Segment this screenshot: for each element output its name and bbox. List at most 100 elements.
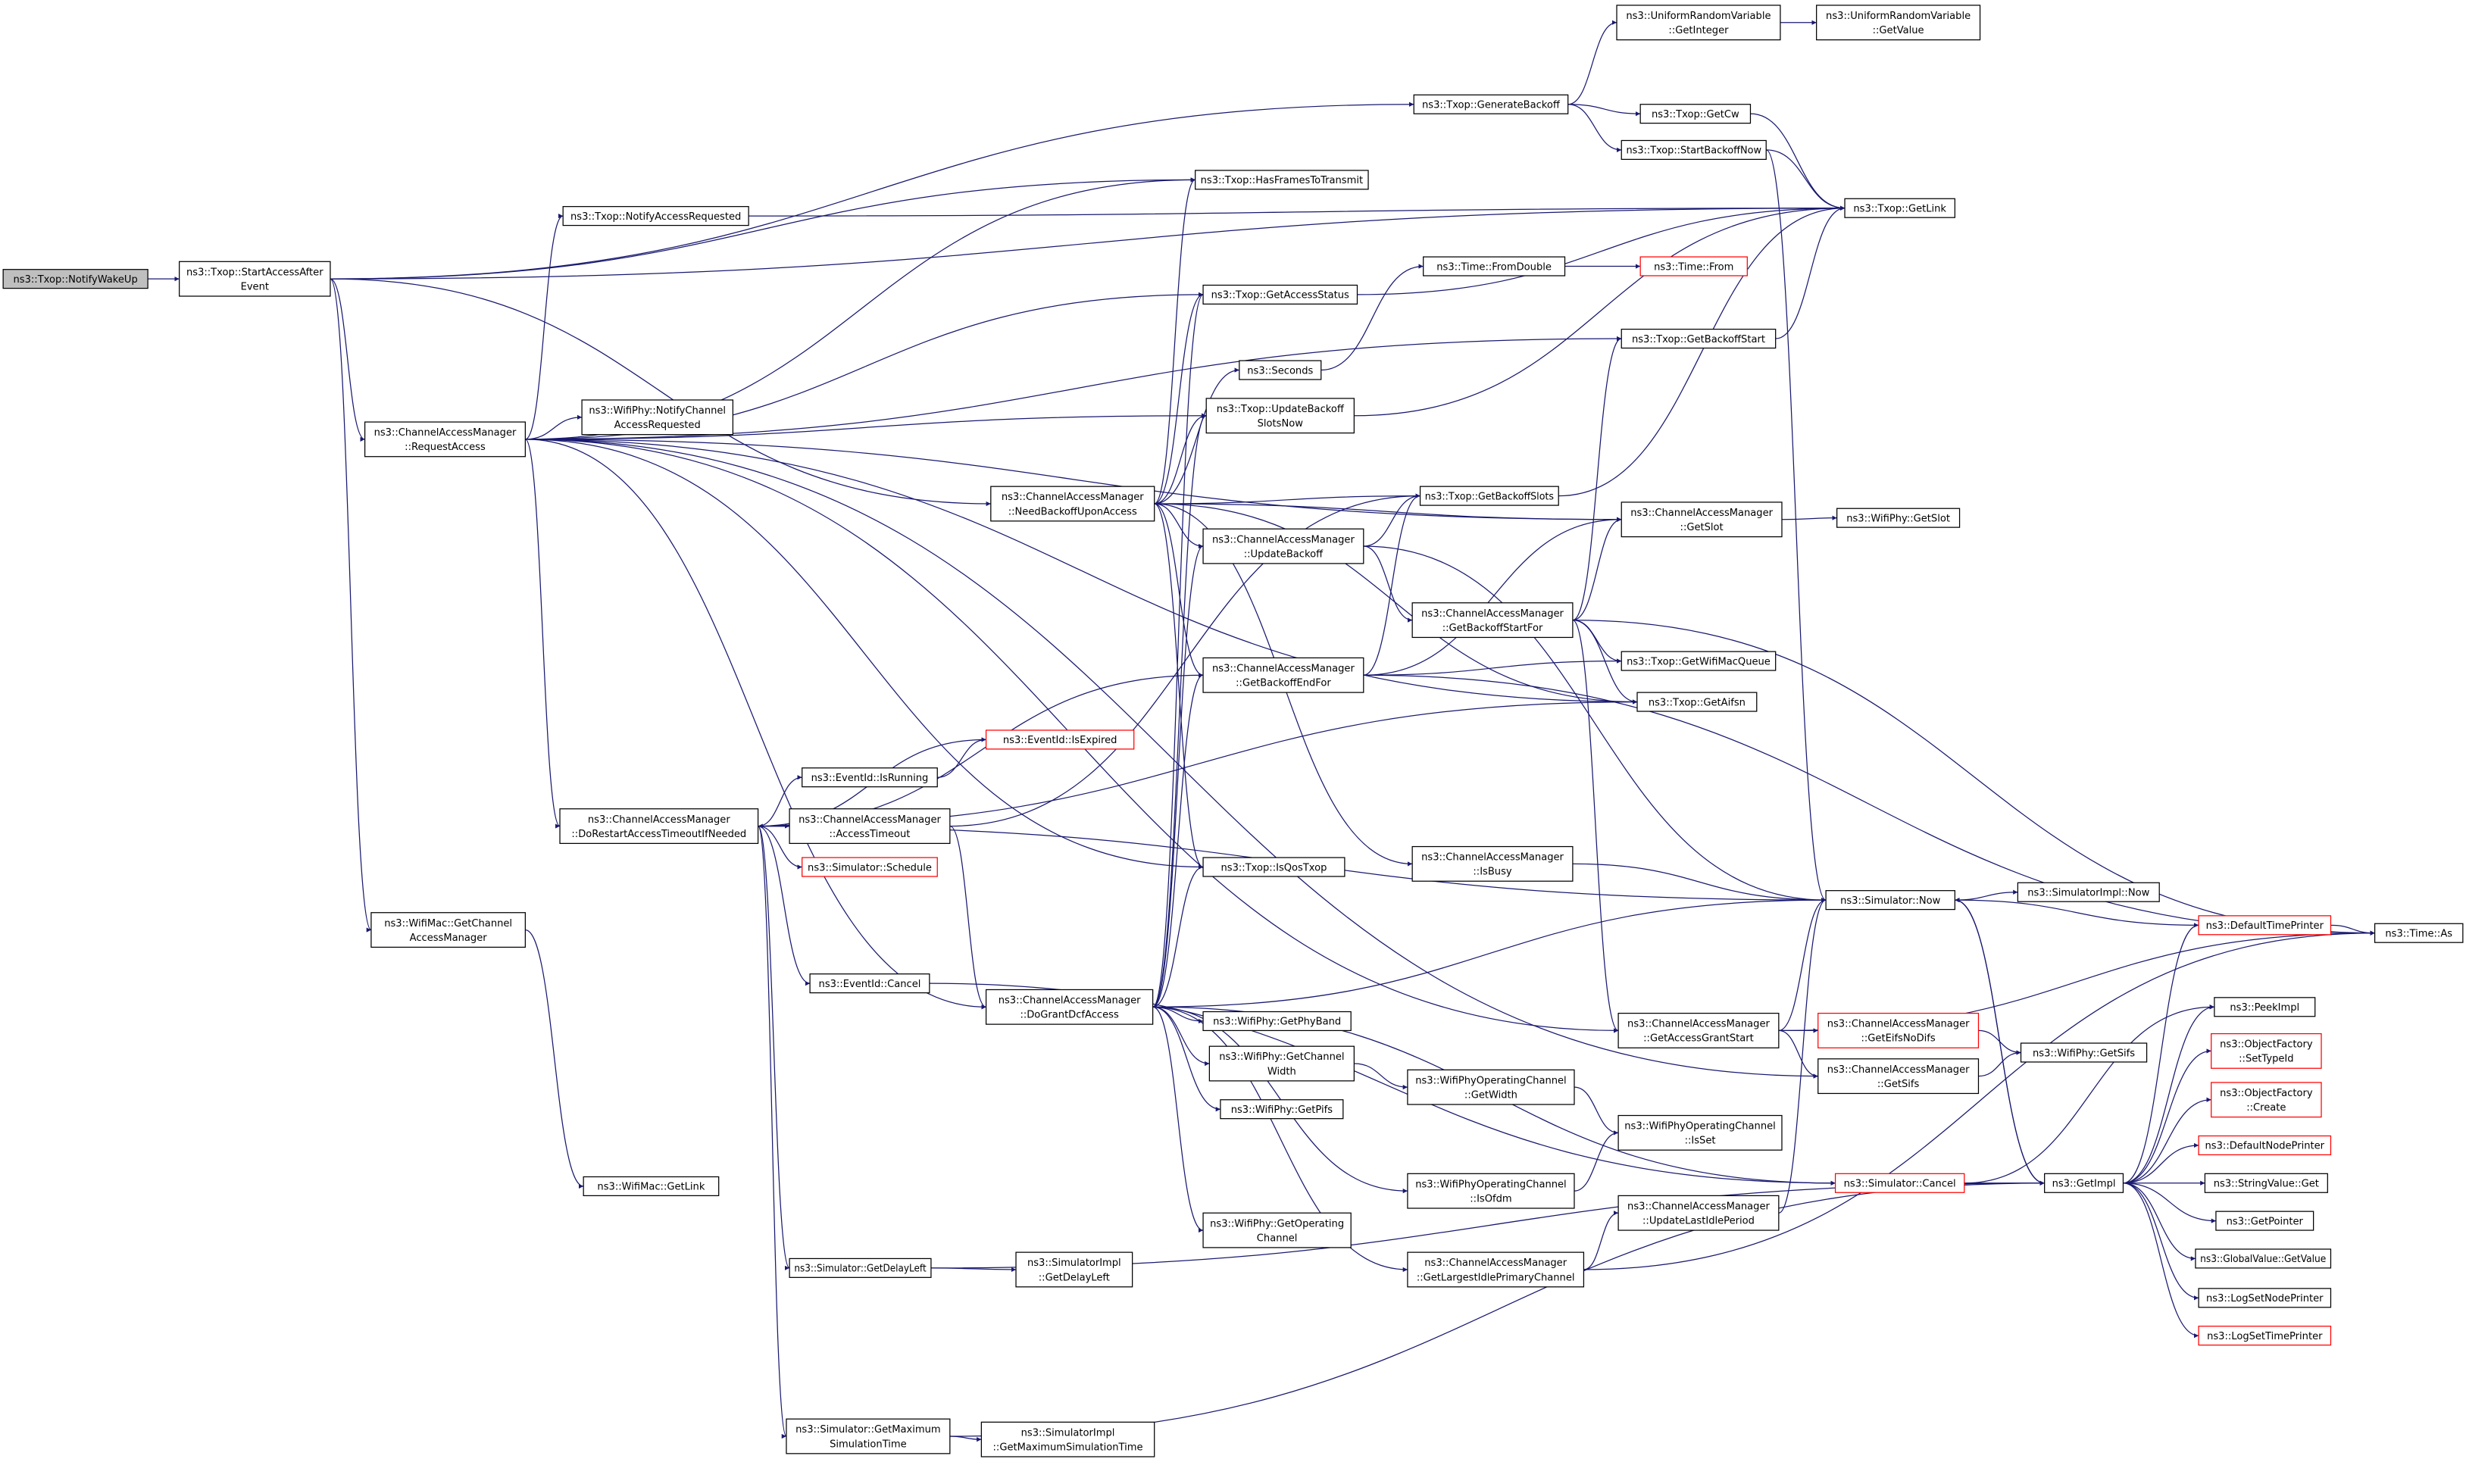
node-ns3-time-fromdouble[interactable]: ns3::Time::FromDouble <box>1423 256 1566 276</box>
node-label: ns3::WifiPhy::GetPifs <box>1231 1104 1333 1116</box>
node-ns3-channelaccessmanager-needbackoffuponaccess[interactable]: ns3::ChannelAccessManager::NeedBackoffUp… <box>990 486 1155 522</box>
node-ns3-globalvalue-getvalue[interactable]: ns3::GlobalValue::GetValue <box>2195 1248 2332 1269</box>
call-edge <box>758 775 802 827</box>
call-edge <box>1152 864 1204 1008</box>
node-ns3-simulator-now[interactable]: ns3::Simulator::Now <box>1825 890 1955 911</box>
node-label: ::GetBackoffEndFor <box>1236 678 1331 689</box>
call-edge <box>1955 889 2018 901</box>
node-ns3-logsettimeprinter[interactable]: ns3::LogSetTimePrinter <box>2198 1326 2332 1346</box>
node-ns3-channelaccessmanager-dograntdcfaccess[interactable]: ns3::ChannelAccessManager::DoGrantDcfAcc… <box>985 989 1154 1025</box>
node-ns3-txop-notifyaccessrequested[interactable]: ns3::Txop::NotifyAccessRequested <box>562 206 749 227</box>
node-ns3-objectfactory-create[interactable]: ns3::ObjectFactory::Create <box>2211 1082 2322 1118</box>
node-ns3-time-as[interactable]: ns3::Time::As <box>2374 923 2464 943</box>
node-label: ns3::Txop::GetAccessStatus <box>1211 290 1349 301</box>
node-ns3-txop-getwifimacqueue[interactable]: ns3::Txop::GetWifiMacQueue <box>1621 651 1777 671</box>
node-ns3-eventid-isrunning[interactable]: ns3::EventId::IsRunning <box>802 767 938 788</box>
node-ns3-time-from[interactable]: ns3::Time::From <box>1639 256 1748 276</box>
node-label: ::DoGrantDcfAccess <box>1020 1010 1119 1021</box>
node-label: ns3::UniformRandomVariable <box>1626 11 1771 22</box>
node-label: ns3::ChannelAccessManager <box>999 995 1141 1007</box>
node-ns3-channelaccessmanager-getslot[interactable]: ns3::ChannelAccessManager::GetSlot <box>1621 501 1783 538</box>
node-ns3-txop-getcw[interactable]: ns3::Txop::GetCw <box>1639 104 1752 124</box>
node-ns3-channelaccessmanager-getlargestidleprimarychannel[interactable]: ns3::ChannelAccessManager::GetLargestIdl… <box>1407 1251 1585 1288</box>
node-ns3-uniformrandomvariable-getinteger[interactable]: ns3::UniformRandomVariable::GetInteger <box>1616 5 1781 41</box>
node-box <box>1617 1114 1783 1151</box>
node-ns3-channelaccessmanager-dorestartaccesstimeoutifneeded[interactable]: ns3::ChannelAccessManager::DoRestartAcce… <box>559 808 759 845</box>
node-ns3-wifiphyoperatingchannel-isset[interactable]: ns3::WifiPhyOperatingChannel::IsSet <box>1617 1114 1783 1151</box>
node-label: ::NeedBackoffUponAccess <box>1008 506 1137 517</box>
node-ns3-getimpl[interactable]: ns3::GetImpl <box>2044 1173 2124 1193</box>
node-ns3-txop-getlink[interactable]: ns3::Txop::GetLink <box>1844 198 1955 218</box>
node-ns3-eventid-cancel[interactable]: ns3::EventId::Cancel <box>809 973 930 994</box>
node-ns3-txop-startbackoffnow[interactable]: ns3::Txop::StartBackoffNow <box>1621 139 1767 161</box>
node-ns3-wifiphy-getpifs[interactable]: ns3::WifiPhy::GetPifs <box>1220 1099 1344 1120</box>
node-box <box>2044 1173 2124 1193</box>
node-ns3-simulator-getmaximumsimulationtime[interactable]: ns3::Simulator::GetMaximumSimulationTime <box>786 1418 951 1454</box>
node-ns3-channelaccessmanager-updatebackoff[interactable]: ns3::ChannelAccessManager::UpdateBackoff <box>1202 528 1364 564</box>
node-box <box>1202 1212 1352 1248</box>
node-box <box>802 767 938 788</box>
node-ns3-simulator-getdelayleft[interactable]: ns3::Simulator::GetDelayLeft <box>789 1257 932 1278</box>
call-edge <box>1363 545 1827 903</box>
node-ns3-txop-getaccessstatus[interactable]: ns3::Txop::GetAccessStatus <box>1202 284 1358 305</box>
node-ns3-channelaccessmanager-requestaccess[interactable]: ns3::ChannelAccessManager::RequestAccess <box>364 421 526 458</box>
node-ns3-wifiphy-getsifs[interactable]: ns3::WifiPhy::GetSifs <box>2020 1042 2148 1063</box>
call-edge <box>2123 1142 2199 1184</box>
node-ns3-defaulttimeprinter[interactable]: ns3::DefaultTimePrinter <box>2198 915 2332 936</box>
node-box <box>786 1418 951 1454</box>
node-ns3-channelaccessmanager-isbusy[interactable]: ns3::ChannelAccessManager::IsBusy <box>1411 845 1574 882</box>
node-ns3-simulatorimpl-getmaximumsimulationtime[interactable]: ns3::SimulatorImpl::GetMaximumSimulation… <box>980 1421 1155 1457</box>
node-ns3-channelaccessmanager-geteifsnodifs[interactable]: ns3::ChannelAccessManager::GetEifsNoDifs <box>1817 1012 1980 1048</box>
node-ns3-defaultnodeprinter[interactable]: ns3::DefaultNodePrinter <box>2198 1135 2332 1156</box>
node-label: ns3::DefaultTimePrinter <box>2206 920 2324 932</box>
node-ns3-uniformrandomvariable-getvalue[interactable]: ns3::UniformRandomVariable::GetValue <box>1816 5 1981 41</box>
node-ns3-wifiphy-getslot[interactable]: ns3::WifiPhy::GetSlot <box>1836 508 1961 528</box>
call-edge <box>1765 149 1827 903</box>
node-ns3-eventid-isexpired[interactable]: ns3::EventId::IsExpired <box>985 730 1135 750</box>
node-ns3-simulatorimpl-now[interactable]: ns3::SimulatorImpl::Now <box>2017 882 2160 902</box>
call-edge <box>1778 1029 1818 1079</box>
node-ns3-getpointer[interactable]: ns3::GetPointer <box>2215 1211 2314 1231</box>
node-ns3-wifiphy-getphyband[interactable]: ns3::WifiPhy::GetPhyBand <box>1202 1011 1352 1032</box>
node-box <box>1817 1058 1980 1095</box>
node-ns3-simulatorimpl-getdelayleft[interactable]: ns3::SimulatorImpl::GetDelayLeft <box>1015 1251 1133 1288</box>
node-box <box>1202 1011 1352 1032</box>
node-ns3-txop-isqostxop[interactable]: ns3::Txop::IsQosTxop <box>1202 857 1346 877</box>
node-label: ns3::WifiPhyOperatingChannel <box>1415 1179 1567 1190</box>
node-ns3-logsetnodeprinter[interactable]: ns3::LogSetNodePrinter <box>2198 1288 2332 1308</box>
node-ns3-wifiphyoperatingchannel-isofdm[interactable]: ns3::WifiPhyOperatingChannel::IsOfdm <box>1407 1173 1575 1209</box>
node-ns3-channelaccessmanager-getbackoffendfor[interactable]: ns3::ChannelAccessManager::GetBackoffEnd… <box>1202 657 1364 693</box>
node-ns3-channelaccessmanager-getbackoffstartfor[interactable]: ns3::ChannelAccessManager::GetBackoffSta… <box>1411 602 1574 639</box>
node-ns3-txop-generatebackoff[interactable]: ns3::Txop::GenerateBackoff <box>1413 94 1569 114</box>
node-box <box>1208 1045 1355 1082</box>
node-ns3-wifimac-getlink[interactable]: ns3::WifiMac::GetLink <box>583 1176 720 1197</box>
node-ns3-txop-hasframestotransmit[interactable]: ns3::Txop::HasFramesToTransmit <box>1195 170 1369 190</box>
node-ns3-objectfactory-settypeid[interactable]: ns3::ObjectFactory::SetTypeId <box>2211 1033 2322 1069</box>
node-ns3-channelaccessmanager-updatelastidleperiod[interactable]: ns3::ChannelAccessManager::UpdateLastIdl… <box>1617 1195 1780 1231</box>
node-ns3-seconds[interactable]: ns3::Seconds <box>1239 360 1322 380</box>
node-ns3-wifiphyoperatingchannel-getwidth[interactable]: ns3::WifiPhyOperatingChannel::GetWidth <box>1407 1069 1575 1105</box>
node-label: ::GetSlot <box>1680 522 1724 533</box>
node-ns3-wifiphy-notifychannelaccessrequested[interactable]: ns3::WifiPhy::NotifyChannelAccessRequest… <box>581 399 733 436</box>
node-ns3-simulator-schedule[interactable]: ns3::Simulator::Schedule <box>802 857 938 877</box>
node-ns3-txop-getbackoffslots[interactable]: ns3::Txop::GetBackoffSlots <box>1419 486 1559 506</box>
node-ns3-txop-notifywakeup[interactable]: ns3::Txop::NotifyWakeUp <box>2 269 148 289</box>
call-edge <box>1775 205 1846 339</box>
node-ns3-channelaccessmanager-getaccessgrantstart[interactable]: ns3::ChannelAccessManager::GetAccessGran… <box>1617 1012 1780 1048</box>
node-ns3-channelaccessmanager-getsifs[interactable]: ns3::ChannelAccessManager::GetSifs <box>1817 1058 1980 1095</box>
node-ns3-txop-getbackoffstart[interactable]: ns3::Txop::GetBackoffStart <box>1621 328 1777 349</box>
node-label: ::GetEifsNoDifs <box>1861 1033 1935 1045</box>
node-ns3-stringvalue-get[interactable]: ns3::StringValue::Get <box>2204 1173 2328 1193</box>
node-ns3-simulator-cancel[interactable]: ns3::Simulator::Cancel <box>1834 1173 1965 1193</box>
node-label: ns3::ChannelAccessManager <box>1827 1064 1970 1076</box>
node-ns3-channelaccessmanager-accesstimeout[interactable]: ns3::ChannelAccessManager::AccessTimeout <box>789 808 951 845</box>
node-label: ns3::Txop::GetBackoffSlots <box>1425 491 1554 502</box>
call-edge <box>330 205 1846 280</box>
node-ns3-peekimpl[interactable]: ns3::PeekImpl <box>2214 997 2316 1017</box>
node-ns3-txop-getaifsn[interactable]: ns3::Txop::GetAifsn <box>1636 692 1758 712</box>
